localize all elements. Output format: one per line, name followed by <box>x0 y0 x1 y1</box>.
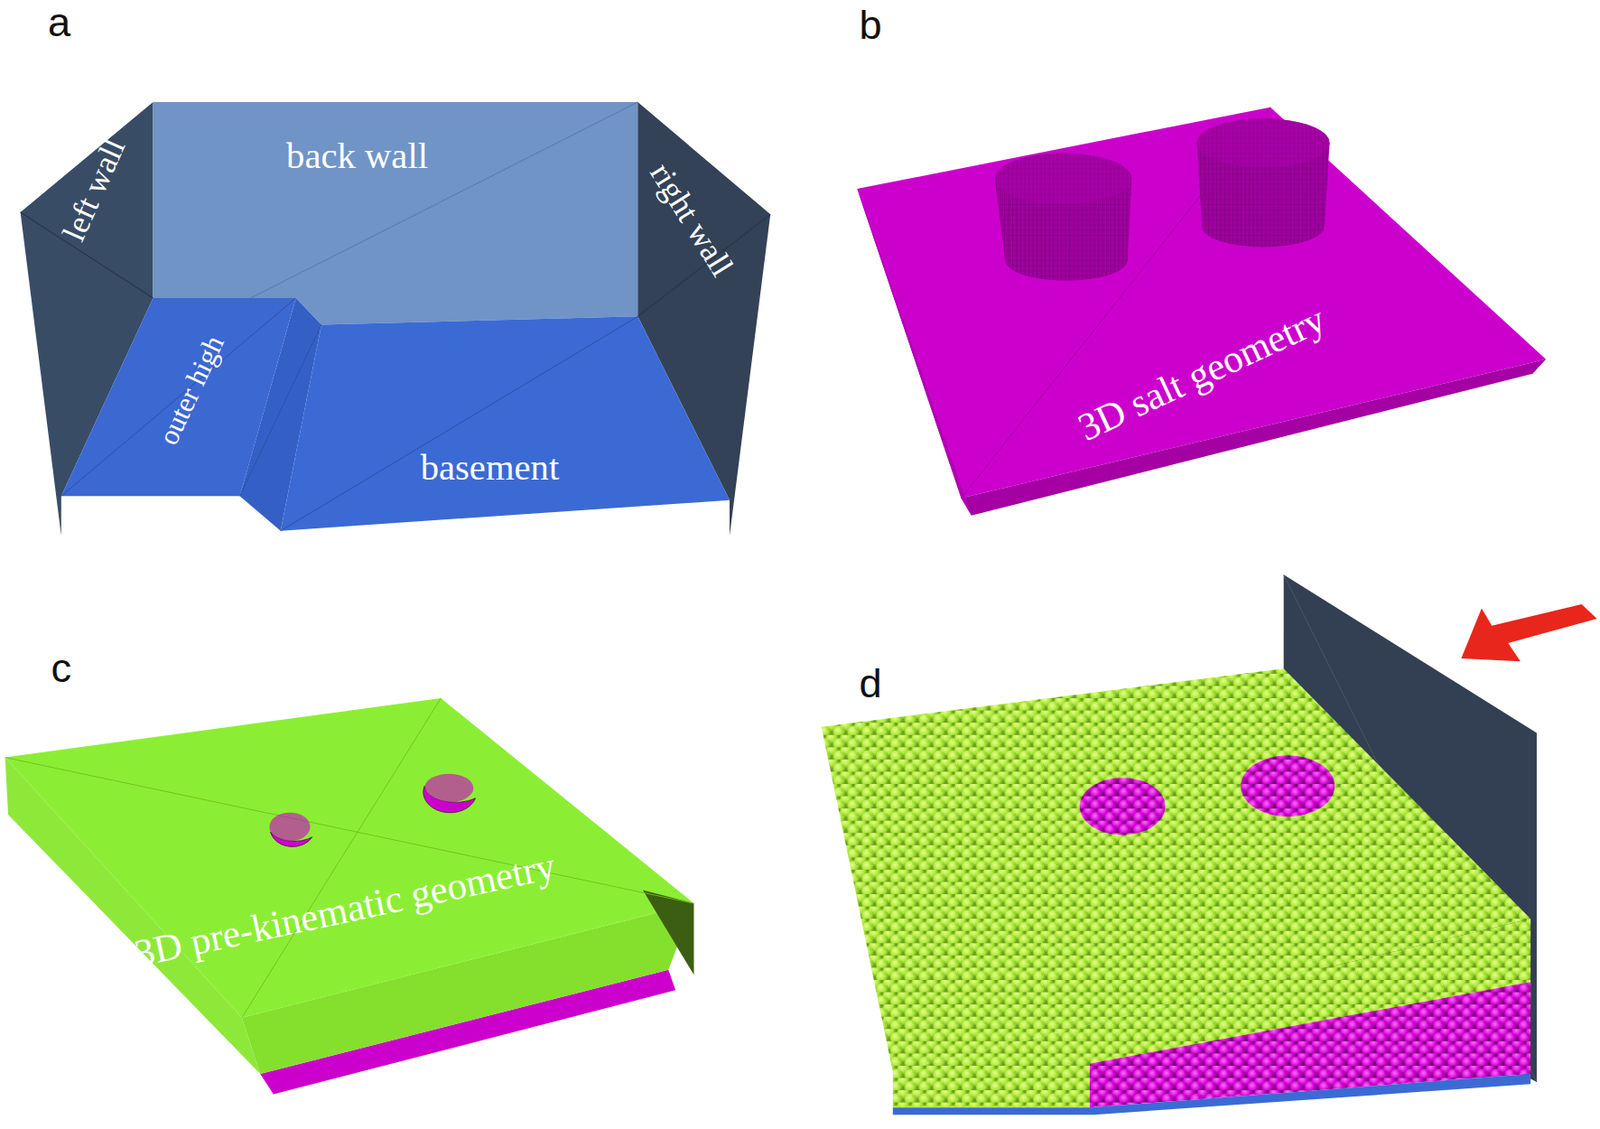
basement-label: basement <box>420 448 560 486</box>
geometry-label: 3D salt geometry <box>1072 299 1331 448</box>
panel-letter: d <box>858 663 882 705</box>
panel-letter: b <box>858 5 882 47</box>
panel-letter: c <box>51 648 73 689</box>
panel-a-box <box>20 102 772 536</box>
outer-high-label: outer high <box>154 330 230 448</box>
geometry-label: 3D pre-kinematic geometry <box>130 846 559 975</box>
wall-label: left wall <box>56 133 131 246</box>
panel-letter: a <box>47 1 71 43</box>
wall-label: right wall <box>644 157 740 282</box>
wall-label: back wall <box>286 138 428 176</box>
panel-b-salt <box>856 107 1546 516</box>
panel-d-particles <box>821 574 1598 1115</box>
panel-c-prekinematic <box>5 697 695 1095</box>
